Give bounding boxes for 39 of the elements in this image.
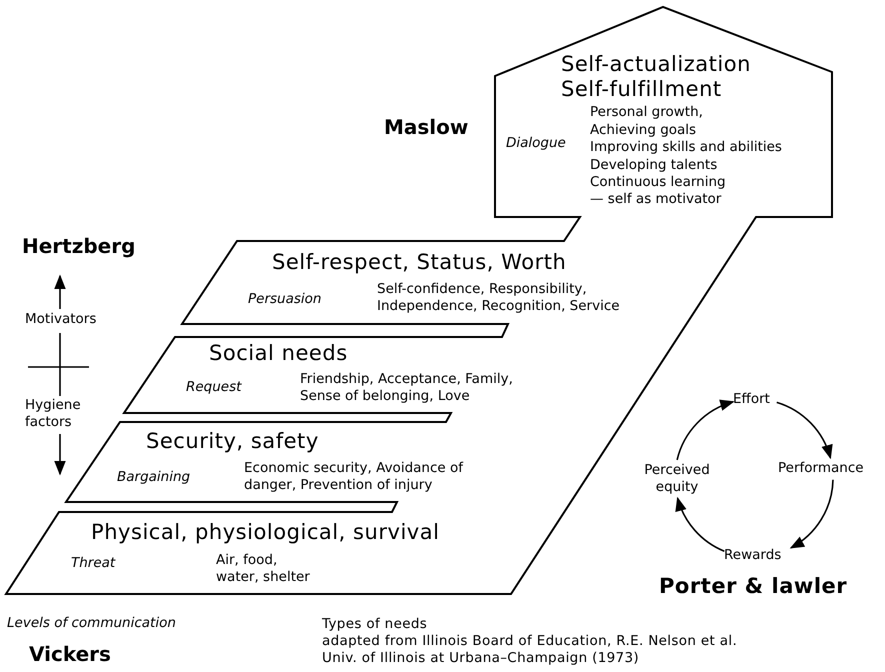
source-note: Univ. of Illinois at Urbana–Champaign (1973) — [322, 650, 640, 667]
need-text: Friendship, Acceptance, Family, Sense of belonging, Love — [300, 371, 514, 405]
level-title: Physical, physiological, survival — [91, 520, 440, 544]
model-label: Maslow — [384, 114, 468, 141]
source-note: Types of needs — [322, 616, 428, 633]
need-text: Developing talents — [590, 157, 718, 174]
need-text: Air, food, water, shelter — [216, 552, 311, 586]
need-text: Self-confidence, Responsibility, Independence, Recognition, Service — [377, 281, 621, 315]
communication-level: Threat — [71, 555, 116, 572]
need-text: Improving skills and abilities — [590, 139, 782, 156]
source-note: adapted from Illinois Board of Education, R.E. Nelson et al. — [322, 633, 738, 650]
need-text: Achieving goals — [590, 122, 696, 139]
factor-label: Hygiene factors — [25, 397, 82, 431]
need-text: Personal growth, — [590, 104, 703, 121]
level-title: Self-respect, Status, Worth — [272, 250, 566, 274]
cycle-arrow — [676, 400, 735, 460]
level-title: Social needs — [209, 341, 348, 365]
cycle-arrow — [676, 496, 725, 552]
level-title: Self-fulfillment — [561, 77, 722, 101]
need-text: Economic security, Avoidance of danger, Prevention of injury — [244, 460, 464, 494]
communication-level: Bargaining — [117, 469, 190, 486]
model-label: Vickers — [29, 641, 111, 668]
need-text: Rewards — [724, 547, 782, 564]
communication-level: Dialogue — [506, 135, 566, 152]
model-label: Porter & lawler — [659, 573, 848, 600]
axis-note: Levels of communication — [7, 614, 176, 633]
cycle-arrow — [790, 480, 834, 549]
need-text: Performance — [778, 460, 864, 477]
factor-label: Motivators — [25, 311, 96, 328]
need-text: Continuous learning — [590, 174, 726, 191]
level-title: Self-actualization — [561, 52, 751, 76]
need-text: — self as motivator — [590, 191, 722, 208]
communication-level: Persuasion — [248, 291, 322, 308]
cycle-arrow — [776, 402, 832, 460]
need-text: Effort — [733, 391, 770, 408]
communication-level: Request — [186, 379, 242, 396]
level-title: Security, safety — [146, 429, 319, 453]
need-text: Perceived equity — [643, 462, 711, 496]
model-label: Hertzberg — [22, 233, 136, 260]
